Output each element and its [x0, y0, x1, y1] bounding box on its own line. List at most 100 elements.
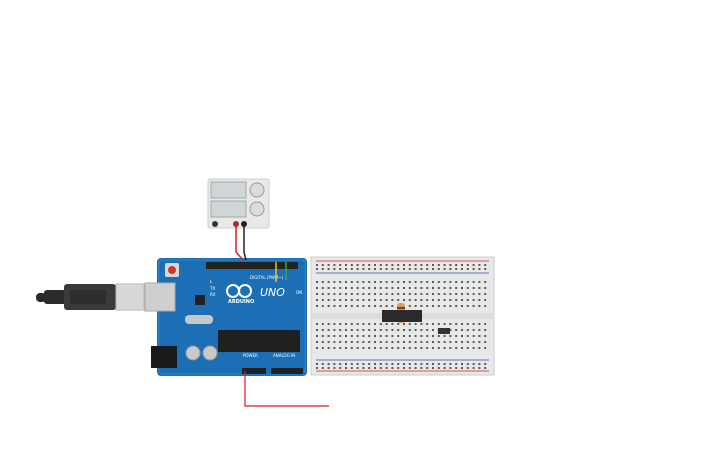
breadboard-hole[interactable] — [379, 363, 382, 365]
breadboard-hole[interactable] — [327, 329, 330, 331]
breadboard-hole[interactable] — [374, 341, 376, 343]
breadboard-hole[interactable] — [379, 299, 382, 301]
breadboard-hole[interactable] — [420, 347, 423, 349]
breadboard-hole[interactable] — [321, 341, 324, 343]
breadboard-hole[interactable] — [472, 347, 475, 349]
breadboard-hole[interactable] — [449, 323, 452, 325]
breadboard-hole[interactable] — [432, 287, 434, 289]
breadboard-hole[interactable] — [391, 305, 394, 307]
breadboard-hole[interactable] — [478, 264, 481, 266]
breadboard-hole[interactable] — [426, 341, 429, 343]
breadboard-hole[interactable] — [420, 323, 423, 325]
breadboard-hole[interactable] — [368, 367, 371, 369]
breadboard-hole[interactable] — [321, 281, 324, 283]
breadboard-hole[interactable] — [321, 264, 324, 266]
breadboard-hole[interactable] — [379, 268, 382, 270]
breadboard-hole[interactable] — [350, 363, 353, 365]
breadboard-hole[interactable] — [350, 347, 353, 349]
breadboard-hole[interactable] — [461, 335, 463, 337]
breadboard-hole[interactable] — [356, 293, 359, 295]
breadboard-hole[interactable] — [478, 347, 481, 349]
breadboard-hole[interactable] — [379, 335, 382, 337]
breadboard-hole[interactable] — [368, 341, 371, 343]
breadboard-hole[interactable] — [472, 323, 475, 325]
slide-switch[interactable] — [438, 328, 450, 334]
breadboard-hole[interactable] — [391, 293, 394, 295]
breadboard-hole[interactable] — [327, 341, 330, 343]
breadboard-hole[interactable] — [472, 367, 475, 369]
breadboard-hole[interactable] — [374, 363, 376, 365]
breadboard-hole[interactable] — [437, 268, 440, 270]
breadboard-hole[interactable] — [408, 335, 411, 337]
breadboard-hole[interactable] — [321, 363, 324, 365]
breadboard-hole[interactable] — [356, 329, 359, 331]
breadboard-hole[interactable] — [408, 264, 411, 266]
breadboard-hole[interactable] — [350, 323, 353, 325]
breadboard-hole[interactable] — [414, 299, 417, 301]
breadboard-hole[interactable] — [345, 367, 347, 369]
breadboard-hole[interactable] — [368, 281, 371, 283]
breadboard-hole[interactable] — [391, 323, 394, 325]
breadboard-hole[interactable] — [333, 341, 336, 343]
breadboard-hole[interactable] — [397, 341, 400, 343]
breadboard-hole[interactable] — [321, 299, 324, 301]
breadboard-hole[interactable] — [356, 268, 359, 270]
breadboard-hole[interactable] — [385, 305, 388, 307]
breadboard-hole[interactable] — [374, 268, 376, 270]
breadboard-hole[interactable] — [327, 299, 330, 301]
breadboard-hole[interactable] — [478, 293, 481, 295]
breadboard-hole[interactable] — [385, 293, 388, 295]
breadboard-hole[interactable] — [356, 305, 359, 307]
breadboard-hole[interactable] — [345, 323, 347, 325]
breadboard-hole[interactable] — [408, 347, 411, 349]
breadboard-hole[interactable] — [345, 335, 347, 337]
breadboard-hole[interactable] — [408, 323, 411, 325]
breadboard-hole[interactable] — [397, 323, 400, 325]
breadboard-hole[interactable] — [327, 347, 330, 349]
breadboard-hole[interactable] — [466, 268, 469, 270]
breadboard-hole[interactable] — [350, 293, 353, 295]
breadboard-hole[interactable] — [397, 299, 400, 301]
breadboard-hole[interactable] — [432, 264, 434, 266]
breadboard-hole[interactable] — [408, 287, 411, 289]
breadboard-hole[interactable] — [362, 281, 365, 283]
breadboard-hole[interactable] — [391, 287, 394, 289]
breadboard-hole[interactable] — [379, 341, 382, 343]
breadboard-hole[interactable] — [356, 264, 359, 266]
breadboard-hole[interactable] — [426, 305, 429, 307]
breadboard-hole[interactable] — [391, 341, 394, 343]
breadboard-hole[interactable] — [345, 305, 347, 307]
breadboard-hole[interactable] — [316, 363, 318, 365]
breadboard-hole[interactable] — [461, 347, 463, 349]
breadboard-hole[interactable] — [374, 287, 376, 289]
breadboard-hole[interactable] — [339, 341, 342, 343]
breadboard-hole[interactable] — [408, 341, 411, 343]
breadboard-hole[interactable] — [316, 329, 318, 331]
breadboard-hole[interactable] — [374, 323, 376, 325]
breadboard-hole[interactable] — [484, 293, 487, 295]
breadboard-hole[interactable] — [484, 264, 487, 266]
breadboard-hole[interactable] — [472, 341, 475, 343]
breadboard-hole[interactable] — [484, 335, 487, 337]
breadboard-hole[interactable] — [350, 281, 353, 283]
breadboard-hole[interactable] — [356, 347, 359, 349]
breadboard-hole[interactable] — [437, 287, 440, 289]
breadboard-hole[interactable] — [379, 347, 382, 349]
breadboard-hole[interactable] — [379, 287, 382, 289]
breadboard-hole[interactable] — [420, 363, 423, 365]
breadboard-hole[interactable] — [333, 367, 336, 369]
wire-red-bottom[interactable] — [244, 371, 329, 407]
breadboard-hole[interactable] — [403, 323, 405, 325]
negative-terminal[interactable] — [233, 221, 239, 227]
breadboard-hole[interactable] — [443, 305, 446, 307]
breadboard-hole[interactable] — [432, 293, 434, 295]
breadboard-hole[interactable] — [426, 268, 429, 270]
breadboard-hole[interactable] — [414, 347, 417, 349]
breadboard-hole[interactable] — [345, 264, 347, 266]
breadboard-hole[interactable] — [362, 305, 365, 307]
breadboard-hole[interactable] — [374, 299, 376, 301]
breadboard-hole[interactable] — [339, 323, 342, 325]
breadboard-hole[interactable] — [403, 341, 405, 343]
breadboard-hole[interactable] — [339, 264, 342, 266]
breadboard-hole[interactable] — [449, 335, 452, 337]
